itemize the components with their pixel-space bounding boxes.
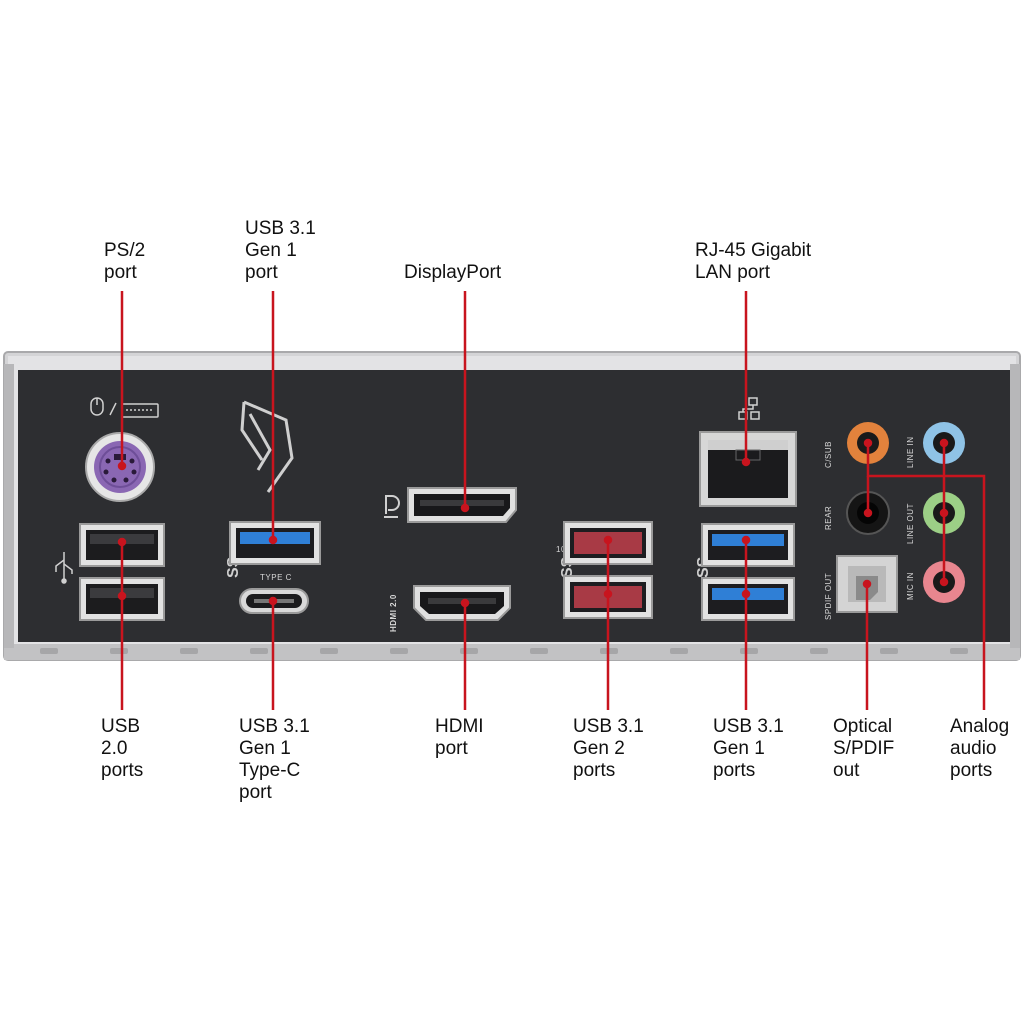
displayport-label: DisplayPort [404,262,502,283]
rj45-leader-line [741,291,751,467]
displayport-icon [384,495,400,518]
mic-in-silkscreen: MIC IN [906,572,915,600]
usb31-gen2-ports-label: USB 3.1 Gen 2 ports [573,716,644,781]
svg-text:10: 10 [556,545,566,554]
leader-lines [117,291,986,710]
c-sub-silkscreen: C/SUB [824,441,833,468]
usb-icon [55,552,73,584]
line-in-silkscreen: LINE IN [906,436,915,468]
spdif-out-silkscreen: SPDIF OUT [824,573,833,620]
usb-gen1-leader-line [741,535,751,710]
type-c-leader-line [268,596,278,710]
optical-leader-line [862,579,872,710]
type-c-silkscreen: TYPE C [260,573,292,582]
rj45-lan-port[interactable] [699,431,797,507]
optical-spdif-label: Optical S/PDIF out [833,716,895,781]
hdmi-leader-line [460,598,470,710]
usb-3-1-gen1-port-right-top[interactable] [701,523,795,567]
analog-leader-line [863,438,986,710]
usb20-leader-line [117,537,127,710]
usb31-typec-label: USB 3.1 Gen 1 Type-C port [239,716,310,803]
hdmi-version-silkscreen: HDMI 2.0 [389,594,398,632]
rog-logo [240,400,294,493]
usb31-gen1-ports-label: USB 3.1 Gen 1 ports [713,716,784,781]
usb-3-1-gen1-port-right-bottom[interactable] [701,577,795,621]
ps2-port-label: PS/2 port [104,240,146,283]
usb-gen2-leader-line [603,535,613,710]
hdmi-port-label: HDMI port [435,716,484,759]
displayport-leader-line [460,291,470,513]
rear-silkscreen: REAR [824,506,833,530]
usb31-gen1-top-label: USB 3.1 Gen 1 port [245,218,316,283]
usb-gen1-top-leader-line [268,291,278,545]
ps2-leader-line [117,291,127,471]
line-out-silkscreen: LINE OUT [906,503,915,544]
rj45-label: RJ-45 Gigabit LAN port [695,240,812,283]
analog-audio-label: Analog audio ports [950,716,1010,781]
usb20-ports-label: USB 2.0 ports [101,716,144,781]
